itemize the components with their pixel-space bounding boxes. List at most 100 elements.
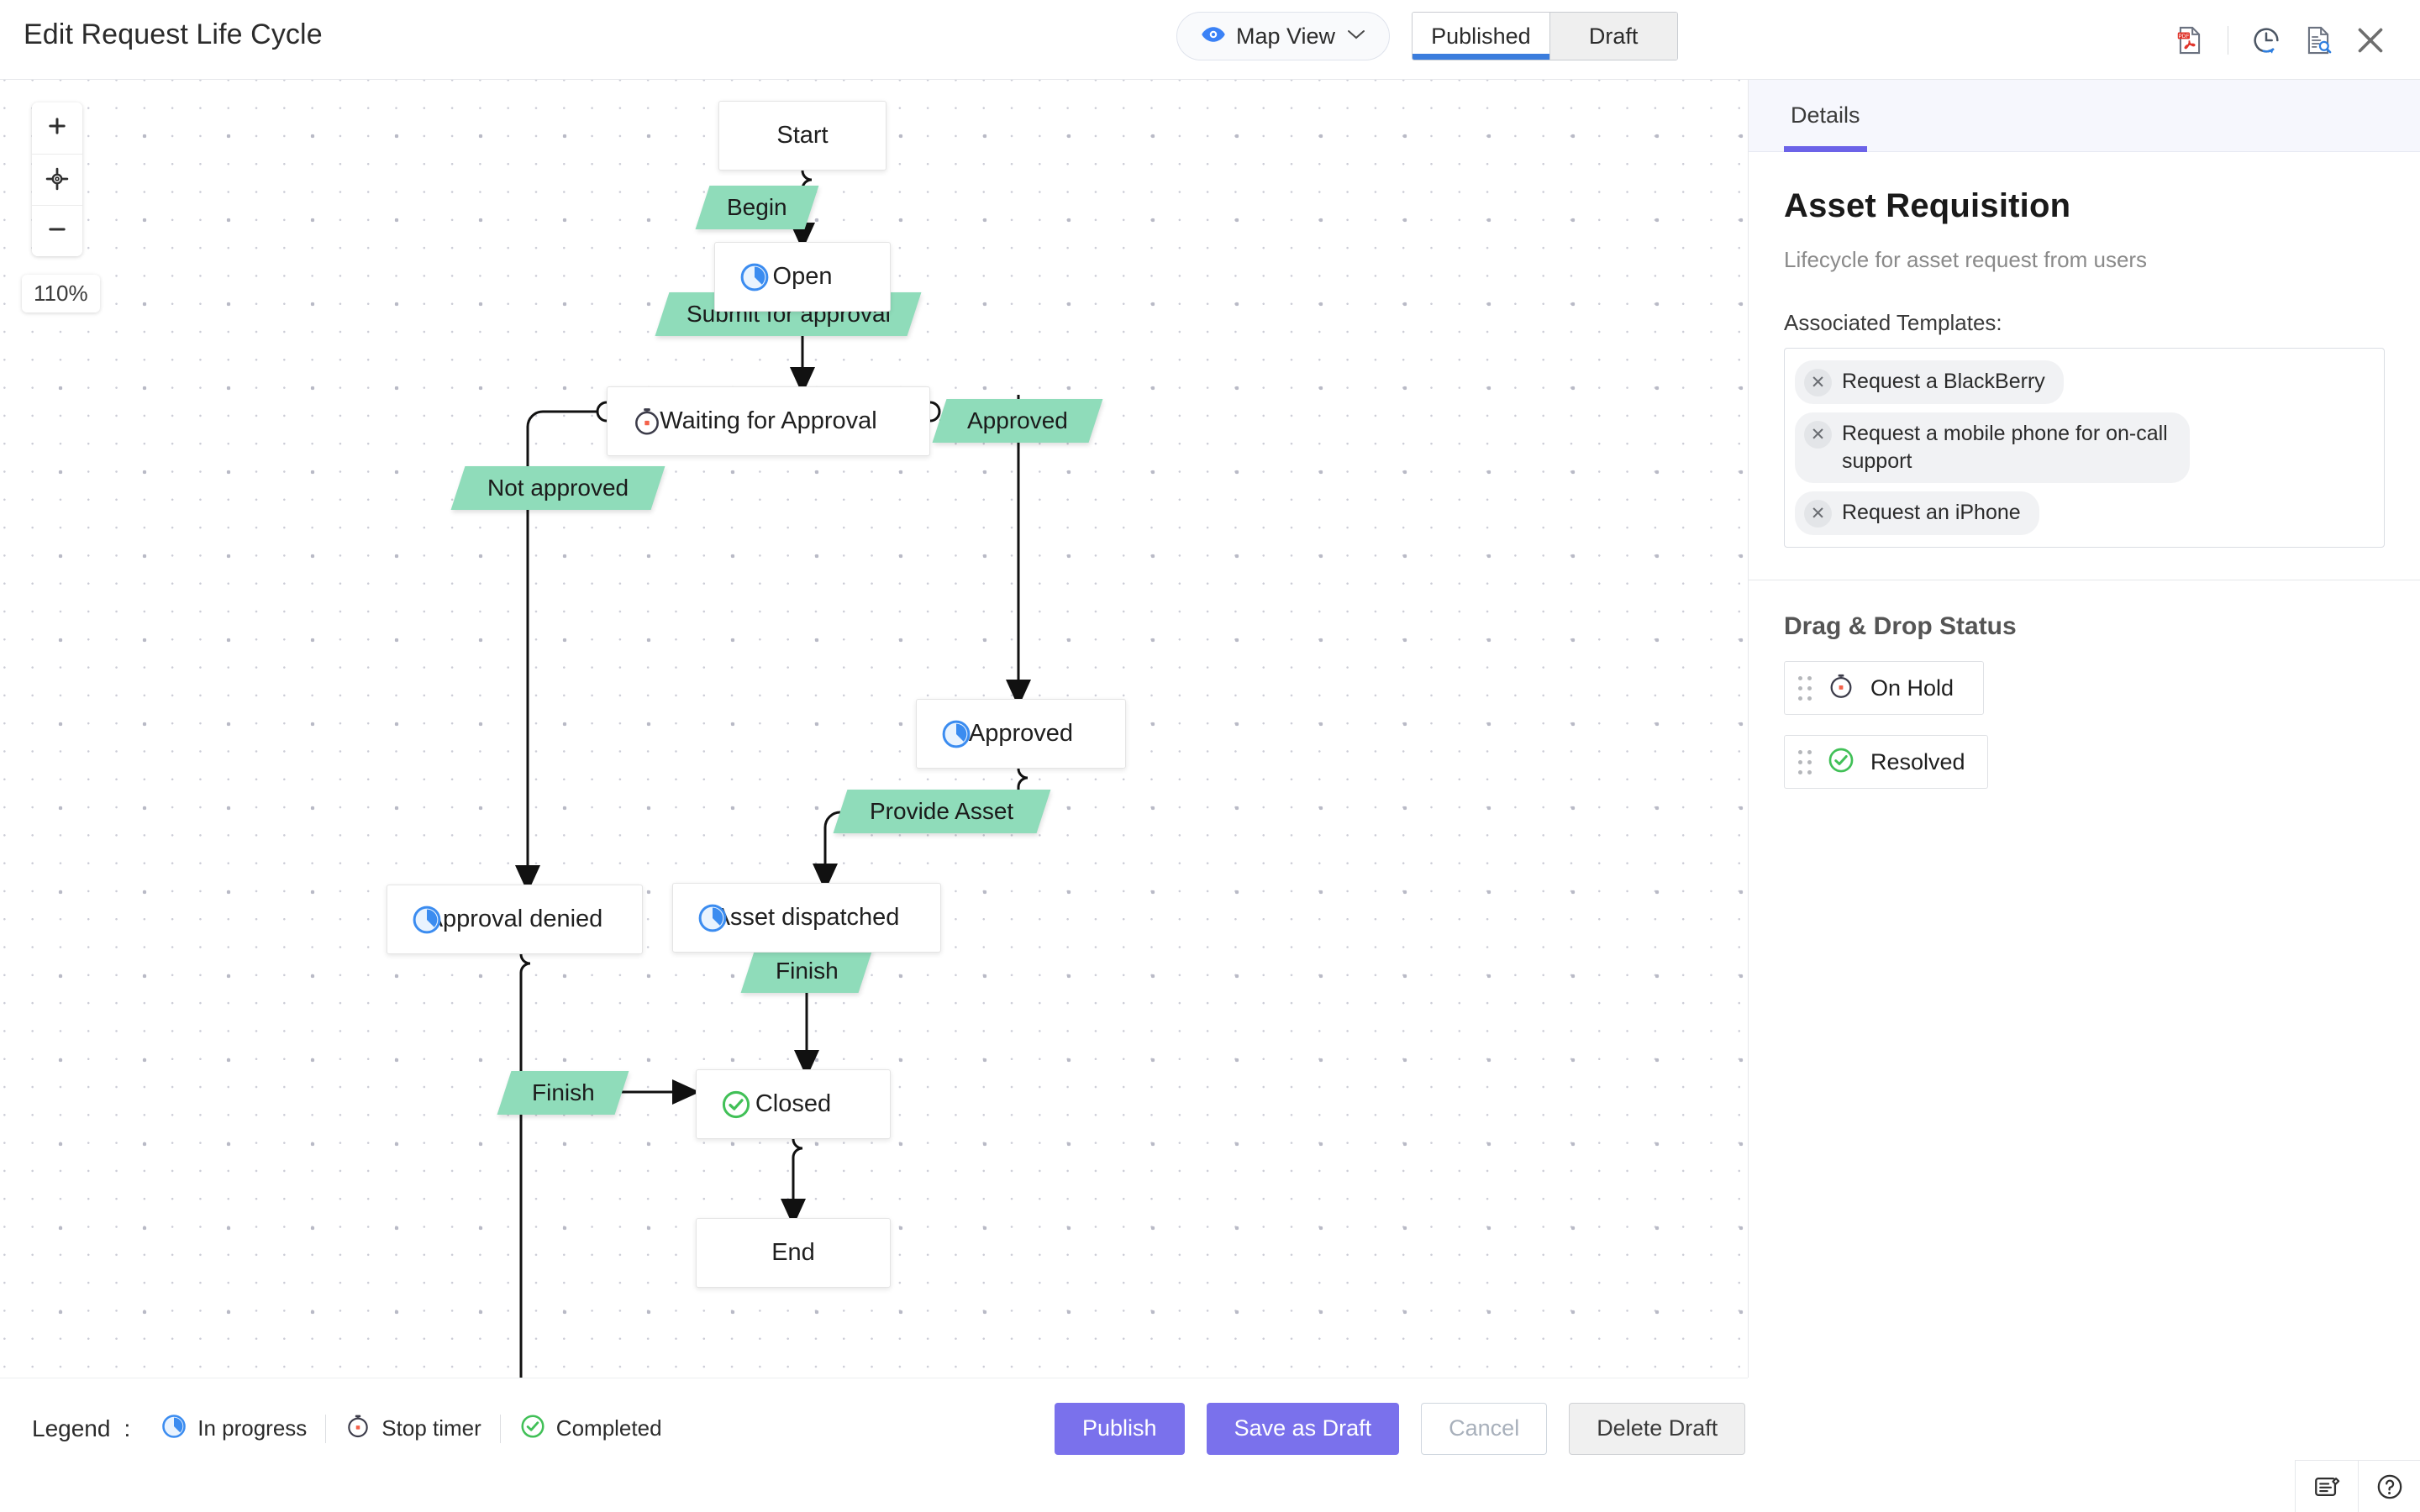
node-approved[interactable]: Approved xyxy=(916,699,1126,769)
eye-icon xyxy=(1201,22,1226,51)
help-icon[interactable] xyxy=(2358,1460,2420,1512)
cancel-button[interactable]: Cancel xyxy=(1421,1402,1548,1455)
page-title: Edit Request Life Cycle xyxy=(24,18,323,50)
legend-separator xyxy=(499,1414,501,1443)
transition-label: Finish xyxy=(531,1079,595,1105)
node-start[interactable]: Start xyxy=(718,101,886,171)
transition-label: Finish xyxy=(775,958,839,984)
header-center-controls: Map View Published Draft xyxy=(1176,12,1678,60)
node-label: Approved xyxy=(968,720,1074,747)
transition-not-approved[interactable]: Not approved xyxy=(450,466,666,510)
template-chip[interactable]: ✕ Request a BlackBerry xyxy=(1795,360,2064,404)
footer-bar: Legend : In progress xyxy=(0,1378,1748,1478)
stop-timer-icon xyxy=(631,406,663,438)
remove-chip-icon[interactable]: ✕ xyxy=(1804,369,1832,396)
details-panel: Details Asset Requisition Lifecycle for … xyxy=(1748,80,2420,1378)
map-view-button[interactable]: Map View xyxy=(1176,12,1391,60)
publish-state-tabs: Published Draft xyxy=(1412,12,1678,60)
node-label: Closed xyxy=(755,1090,832,1117)
transition-finish-dispatched[interactable]: Finish xyxy=(740,949,873,993)
tab-published[interactable]: Published xyxy=(1413,13,1549,60)
tab-details[interactable]: Details xyxy=(1784,80,1867,152)
drag-handle-icon[interactable] xyxy=(1798,748,1812,776)
node-label: Waiting for Approval xyxy=(660,407,877,434)
transition-label: Begin xyxy=(727,194,787,220)
legend-item-stop-timer: Stop timer xyxy=(326,1413,500,1444)
in-progress-icon xyxy=(411,904,443,936)
lifecycle-diagram: Begin Submit for approval Approved Not a… xyxy=(0,80,1748,1378)
zoom-out-button[interactable] xyxy=(32,205,82,256)
node-label: Open xyxy=(772,263,833,290)
drag-drop-item-label: On Hold xyxy=(1870,675,1954,701)
crosshair-icon xyxy=(45,166,70,194)
in-progress-icon xyxy=(697,902,729,934)
in-progress-icon xyxy=(940,718,972,750)
drag-handle-icon[interactable] xyxy=(1798,674,1812,702)
panel-tab-bar: Details xyxy=(1749,80,2420,152)
node-open[interactable]: Open xyxy=(714,242,891,312)
zoom-level-label: 110% xyxy=(22,275,100,312)
drag-drop-item-label: Resolved xyxy=(1870,748,1965,774)
remove-chip-icon[interactable]: ✕ xyxy=(1804,500,1832,528)
save-as-draft-button[interactable]: Save as Draft xyxy=(1206,1402,1400,1455)
zoom-controls xyxy=(32,102,82,256)
legend-label: In progress xyxy=(197,1415,308,1441)
template-chip-label: Request a BlackBerry xyxy=(1842,370,2045,393)
lifecycle-canvas[interactable]: 110% xyxy=(0,80,1748,1378)
node-approval-denied[interactable]: Approval denied xyxy=(387,885,643,954)
legend-item-completed: Completed xyxy=(501,1413,681,1444)
node-end[interactable]: End xyxy=(696,1218,891,1288)
transition-label: Approved xyxy=(967,407,1068,433)
node-label: Start xyxy=(776,122,829,149)
zoom-fit-button[interactable] xyxy=(32,154,82,205)
node-asset-dispatched[interactable]: Asset dispatched xyxy=(672,883,941,953)
footer-actions: Publish Save as Draft Cancel Delete Draf… xyxy=(1055,1402,1746,1455)
legend: Legend : In progress xyxy=(32,1413,681,1444)
transition-finish-denied[interactable]: Finish xyxy=(497,1071,629,1115)
template-chip-label: Request a mobile phone for on-call suppo… xyxy=(1842,422,2168,473)
completed-icon xyxy=(519,1413,546,1444)
window-header: Edit Request Life Cycle Map View Publish… xyxy=(0,0,2420,80)
transition-provide-asset[interactable]: Provide Asset xyxy=(833,790,1051,833)
transition-approved[interactable]: Approved xyxy=(932,399,1103,443)
panel-body: Asset Requisition Lifecycle for asset re… xyxy=(1749,152,2420,789)
template-chip[interactable]: ✕ Request an iPhone xyxy=(1795,491,2039,535)
stop-timer-icon xyxy=(1827,672,1855,705)
completed-icon xyxy=(1827,746,1855,779)
associated-templates-label: Associated Templates: xyxy=(1784,310,2002,335)
drag-drop-item-resolved[interactable]: Resolved xyxy=(1784,735,1988,789)
tab-draft[interactable]: Draft xyxy=(1549,13,1677,60)
feedback-icon[interactable] xyxy=(2296,1460,2358,1512)
template-chip[interactable]: ✕ Request a mobile phone for on-call sup… xyxy=(1795,412,2190,483)
close-icon[interactable] xyxy=(2344,14,2396,66)
template-chip-label: Request an iPhone xyxy=(1842,501,2021,524)
remove-chip-icon[interactable]: ✕ xyxy=(1804,421,1832,449)
legend-label: Stop timer xyxy=(381,1415,481,1441)
node-label: Approval denied xyxy=(426,906,603,932)
export-pdf-icon[interactable]: PDF xyxy=(2164,14,2216,66)
stop-timer-icon xyxy=(345,1413,371,1444)
drag-drop-item-on-hold[interactable]: On Hold xyxy=(1784,661,1984,715)
delete-draft-button[interactable]: Delete Draft xyxy=(1569,1402,1746,1455)
chevron-down-icon xyxy=(1347,27,1365,45)
transition-label: Provide Asset xyxy=(870,798,1014,824)
history-icon[interactable] xyxy=(2240,14,2292,66)
legend-colon: : xyxy=(124,1415,131,1441)
associated-templates-list: ✕ Request a BlackBerry ✕ Request a mobil… xyxy=(1784,348,2385,548)
transition-begin[interactable]: Begin xyxy=(695,186,819,229)
drag-drop-status-label: Drag & Drop Status xyxy=(1784,612,2017,640)
lifecycle-description: Lifecycle for asset request from users xyxy=(1784,247,2148,272)
node-closed[interactable]: Closed xyxy=(696,1069,891,1139)
zoom-in-button[interactable] xyxy=(32,102,82,154)
node-label: End xyxy=(771,1239,815,1266)
publish-button[interactable]: Publish xyxy=(1055,1402,1185,1455)
corner-toolbar xyxy=(2295,1460,2420,1512)
svg-text:PDF: PDF xyxy=(2179,33,2190,39)
legend-item-in-progress: In progress xyxy=(142,1413,325,1444)
node-waiting-for-approval[interactable]: Waiting for Approval xyxy=(607,386,930,456)
legend-title: Legend xyxy=(32,1415,111,1441)
audit-document-icon[interactable] xyxy=(2292,14,2344,66)
minus-icon xyxy=(45,218,69,245)
legend-separator xyxy=(325,1414,327,1443)
